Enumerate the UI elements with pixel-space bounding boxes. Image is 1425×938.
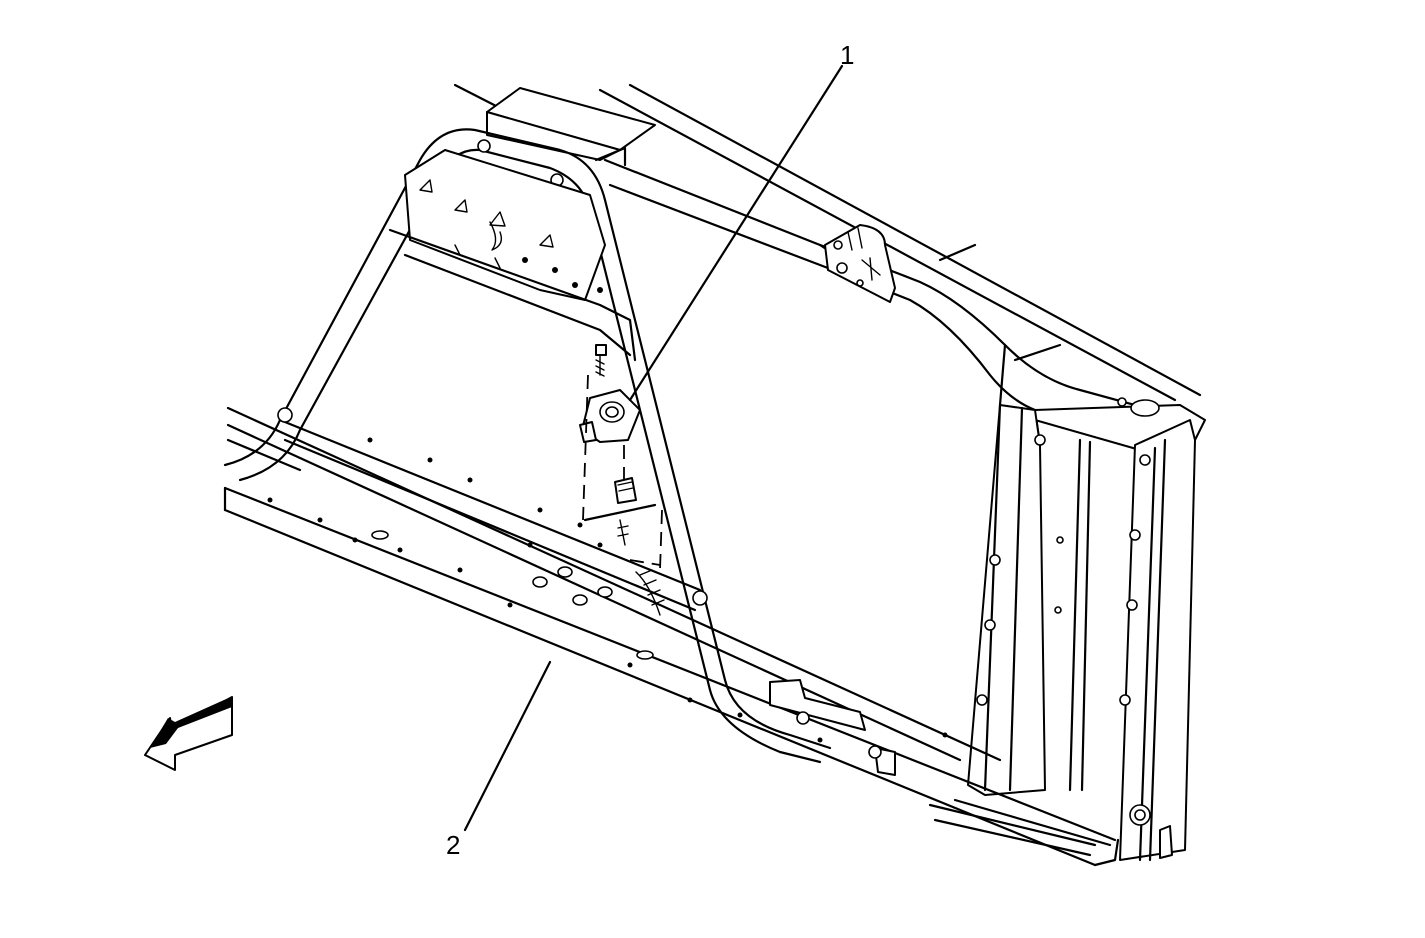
callout-leaders: [463, 64, 844, 832]
tubular-brace: [223, 128, 832, 764]
assembly-guide-lines: [582, 374, 663, 571]
front-direction-arrow-icon: [144, 696, 233, 771]
frame-end-crossmember: [967, 397, 1206, 862]
crossmember-bracket: [388, 149, 637, 362]
callout-1-leader: [628, 64, 844, 402]
callout-label-1: 1: [840, 40, 855, 70]
callout-label-2: 2: [446, 830, 461, 860]
callout-2-leader: [463, 660, 552, 832]
side-frame-rail: [223, 406, 1173, 867]
rear-frame-rails: [453, 83, 1202, 402]
sensor-assembly: [579, 344, 665, 616]
